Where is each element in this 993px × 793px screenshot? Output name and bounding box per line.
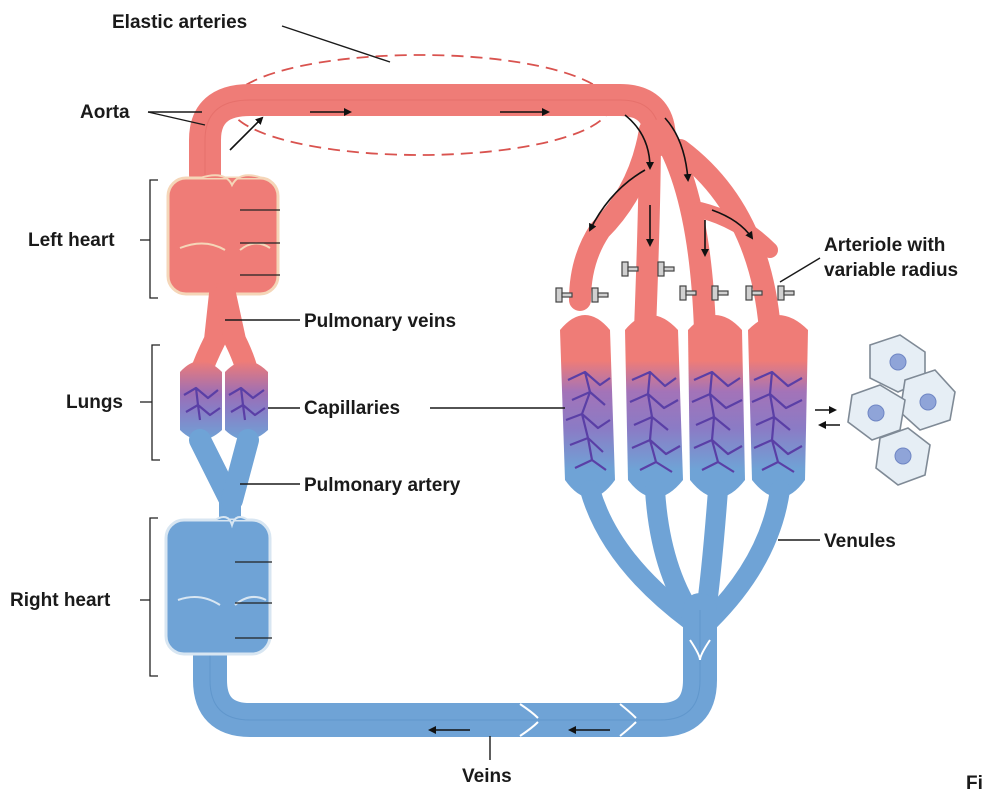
label-venules: Venules bbox=[824, 531, 896, 552]
label-arteriole-line1: Arteriole with bbox=[824, 235, 945, 256]
flow-arrows bbox=[230, 112, 840, 730]
tissue-cells bbox=[848, 335, 955, 485]
label-right-heart: Right heart bbox=[10, 590, 111, 611]
label-veins: Veins bbox=[462, 766, 512, 787]
capillary-bed-2 bbox=[625, 315, 683, 498]
systemic-capillary-beds bbox=[560, 315, 808, 498]
left-heart bbox=[168, 175, 280, 294]
left-heart-bracket bbox=[140, 180, 158, 298]
right-heart bbox=[166, 517, 272, 654]
label-left-heart: Left heart bbox=[28, 230, 115, 251]
label-capillaries: Capillaries bbox=[304, 398, 400, 419]
label-arteriole-line2: variable radius bbox=[824, 260, 958, 281]
label-lungs: Lungs bbox=[66, 392, 123, 413]
pulmonary-artery-vessel bbox=[200, 440, 248, 525]
capillary-bed-1 bbox=[560, 315, 615, 498]
systemic-artery-branches bbox=[580, 130, 770, 330]
lungs-bracket bbox=[140, 345, 160, 460]
venules-vessels bbox=[590, 490, 780, 620]
label-pulmonary-artery: Pulmonary artery bbox=[304, 475, 461, 496]
label-aorta: Aorta bbox=[80, 102, 130, 123]
label-pulmonary-veins: Pulmonary veins bbox=[304, 311, 456, 332]
capillary-bed-3 bbox=[688, 315, 745, 498]
lung-capillary-beds bbox=[180, 361, 268, 440]
label-elastic-arteries: Elastic arteries bbox=[112, 12, 247, 33]
label-corner-fragment: Fi bbox=[966, 773, 983, 793]
right-heart-bracket bbox=[140, 518, 158, 676]
capillary-bed-4 bbox=[748, 315, 808, 498]
vena-cava-vessel bbox=[210, 610, 700, 720]
